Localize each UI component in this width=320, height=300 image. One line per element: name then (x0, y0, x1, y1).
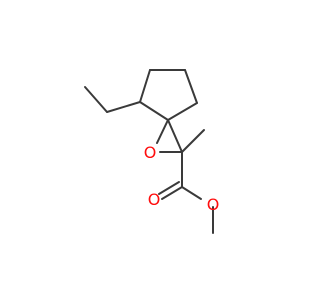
bond-carbonyl-double-a (161, 186, 183, 200)
atom-oxygen-carbonyl: O (148, 190, 161, 209)
bond-epoxide-cc (167, 119, 183, 153)
bond-ring-4 (184, 69, 198, 104)
molecule-drawing: O O O (84, 69, 220, 234)
bond-epoxide-co-1 (156, 119, 169, 144)
atom-oxygen-ester: O (207, 195, 220, 214)
bonds (84, 69, 214, 234)
atom-labels: O O O (144, 143, 220, 214)
bond-ring-5 (167, 102, 198, 121)
structure-diagram: O O O (84, 69, 220, 234)
atom-oxygen-epoxide: O (144, 143, 157, 162)
bond-ethyl-2 (84, 86, 108, 113)
bond-ring-2 (139, 69, 151, 103)
bond-methyl (181, 129, 205, 153)
bond-carbonyl-double-b (158, 181, 180, 195)
bond-ring-1 (139, 101, 169, 121)
bond-ester-o (181, 186, 202, 200)
bond-ethyl-1 (106, 101, 141, 113)
